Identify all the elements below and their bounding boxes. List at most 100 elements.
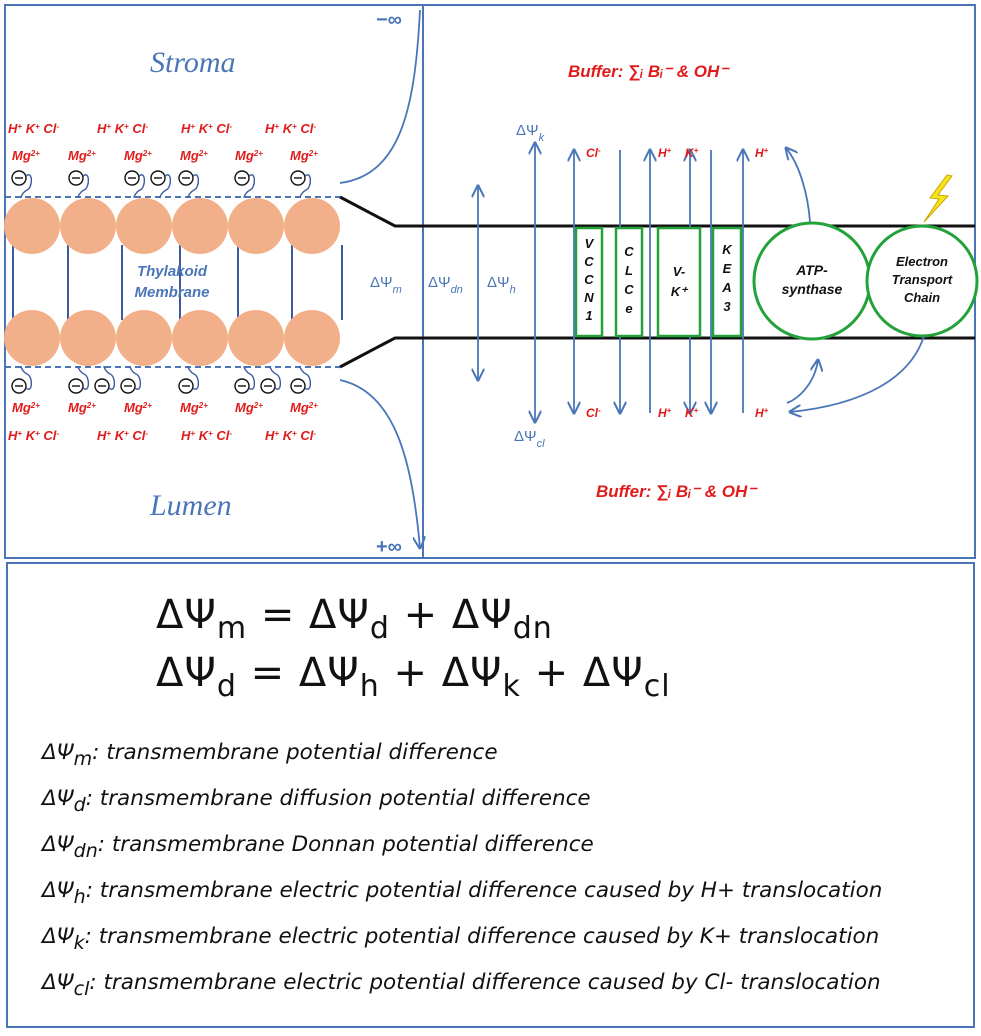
svg-text:K: K <box>722 242 733 257</box>
lumen-ions: H+ K+ Cl- H+ K+ Cl- H+ K+ Cl- H+ K+ Cl- <box>8 428 316 443</box>
svg-text:Mg2+: Mg2+ <box>12 148 40 163</box>
vccn1-channel <box>574 226 604 338</box>
svg-text:Cl-: Cl- <box>586 406 601 421</box>
svg-text:H+ K+ Cl-: H+ K+ Cl- <box>181 428 232 443</box>
equations-panel: ΔΨm = ΔΨd + ΔΨdn ΔΨd = ΔΨh + ΔΨk + ΔΨcl … <box>6 562 975 1028</box>
definition-h: ΔΨh: transmembrane electric potential di… <box>42 878 883 908</box>
psi-h-label: ΔΨh <box>487 274 516 296</box>
vk-channel <box>656 226 702 338</box>
minus-infinity-label: −∞ <box>376 9 402 31</box>
thylakoid-diagram: Stroma Lumen −∞ +∞ Thylakoid Membrane H+… <box>4 4 979 559</box>
lumen-potential-curve <box>339 379 420 548</box>
stroma-potential-curve <box>339 9 421 184</box>
potential-arrows <box>478 143 743 422</box>
svg-text:Mg2+: Mg2+ <box>12 400 40 415</box>
svg-text:H+ K+ Cl-: H+ K+ Cl- <box>97 428 148 443</box>
svg-text:C: C <box>584 272 594 287</box>
svg-text:Mg2+: Mg2+ <box>180 400 208 415</box>
stroma-ions: H+ K+ Cl- H+ K+ Cl- H+ K+ Cl- H+ K+ Cl- <box>8 121 316 136</box>
svg-text:C: C <box>624 282 634 297</box>
svg-text:Mg2+: Mg2+ <box>68 400 96 415</box>
psi-m-label: ΔΨm <box>370 274 402 296</box>
stroma-fixed-charges <box>11 170 312 199</box>
svg-text:H+ K+ Cl-: H+ K+ Cl- <box>8 428 59 443</box>
definition-m: ΔΨm: transmembrane potential difference <box>42 740 498 770</box>
psi-cl-label: ΔΨcl <box>514 428 545 450</box>
psi-dn-label: ΔΨdn <box>428 274 463 296</box>
svg-text:Mg2+: Mg2+ <box>290 148 318 163</box>
membrane-label-line1: Thylakoid <box>137 263 208 280</box>
svg-text:V: V <box>585 236 595 251</box>
svg-text:Mg2+: Mg2+ <box>124 400 152 415</box>
etc-label-2: Transport <box>892 272 953 287</box>
lumen-fixed-charges <box>11 365 312 394</box>
svg-text:H+ K+ Cl-: H+ K+ Cl- <box>8 121 59 136</box>
lipid-heads-bottom <box>4 310 340 366</box>
atp-proton-out-arrow <box>786 148 811 223</box>
clce-channel <box>614 226 644 338</box>
svg-text:Mg2+: Mg2+ <box>180 148 208 163</box>
svg-text:Mg2+: Mg2+ <box>235 148 263 163</box>
lipid-tails <box>12 245 343 320</box>
svg-text:Cl-: Cl- <box>586 146 601 161</box>
svg-text:C: C <box>584 254 594 269</box>
lumen-channel-ions: Cl- H+ K+ H+ <box>586 406 769 421</box>
svg-text:C: C <box>624 244 634 259</box>
svg-text:E: E <box>723 261 732 276</box>
lumen-mg-ions: Mg2+ Mg2+ Mg2+ Mg2+ Mg2+ Mg2+ <box>12 400 318 415</box>
clce-label: C L C e <box>624 244 634 316</box>
svg-text:H+ K+ Cl-: H+ K+ Cl- <box>265 428 316 443</box>
svg-text:K+: K+ <box>685 406 699 421</box>
svg-text:Mg2+: Mg2+ <box>68 148 96 163</box>
etc-proton-arrow <box>790 335 925 412</box>
svg-text:K⁺: K⁺ <box>671 284 689 299</box>
svg-text:e: e <box>625 301 632 316</box>
vk-label: V- K⁺ <box>671 264 689 299</box>
membrane-bottom-line <box>339 336 975 369</box>
svg-text:H+ K+ Cl-: H+ K+ Cl- <box>97 121 148 136</box>
stroma-label: Stroma <box>150 46 236 79</box>
svg-text:A: A <box>721 280 731 295</box>
lightning-icon <box>923 174 953 223</box>
stroma-channel-ions: Cl- H+ K+ H+ <box>586 146 769 161</box>
equation-membrane-potential: ΔΨm = ΔΨd + ΔΨdn <box>156 592 553 646</box>
equation-diffusion-potential: ΔΨd = ΔΨh + ΔΨk + ΔΨcl <box>156 650 671 704</box>
electron-transport-chain <box>865 224 979 338</box>
svg-text:3: 3 <box>723 299 731 314</box>
lipid-heads-top <box>4 198 340 254</box>
etc-label-3: Chain <box>904 290 940 305</box>
svg-text:H+: H+ <box>755 406 769 421</box>
lumen-label: Lumen <box>149 489 232 522</box>
svg-text:H+: H+ <box>755 146 769 161</box>
svg-text:H+: H+ <box>658 406 672 421</box>
psi-k-label: ΔΨk <box>516 122 545 144</box>
svg-text:Mg2+: Mg2+ <box>290 400 318 415</box>
svg-text:H+ K+ Cl-: H+ K+ Cl- <box>181 121 232 136</box>
svg-text:1: 1 <box>585 308 592 323</box>
svg-text:Mg2+: Mg2+ <box>235 400 263 415</box>
svg-text:V-: V- <box>673 264 686 279</box>
definition-k: ΔΨk: transmembrane electric potential di… <box>42 924 880 954</box>
definition-cl: ΔΨcl: transmembrane electric potential d… <box>42 970 881 1000</box>
definition-d: ΔΨd: transmembrane diffusion potential d… <box>42 786 591 816</box>
atp-synthase-label-1: ATP- <box>795 262 828 278</box>
svg-text:L: L <box>625 263 633 278</box>
svg-text:H+: H+ <box>658 146 672 161</box>
vccn1-label: V C C N 1 <box>584 236 594 323</box>
atp-proton-in-arrow <box>786 360 818 404</box>
svg-text:K+: K+ <box>685 146 699 161</box>
svg-text:Mg2+: Mg2+ <box>124 148 152 163</box>
plus-infinity-label: +∞ <box>376 536 402 558</box>
atp-synthase-label-2: synthase <box>782 281 843 297</box>
membrane-label-line2: Membrane <box>134 284 209 301</box>
kea3-label: K E A 3 <box>721 242 733 314</box>
svg-text:H+ K+ Cl-: H+ K+ Cl- <box>265 121 316 136</box>
buffer-top-label: Buffer: ∑ᵢ Bᵢ⁻ & OH⁻ <box>568 62 730 81</box>
etc-label-1: Electron <box>896 254 948 269</box>
stroma-mg-ions: Mg2+ Mg2+ Mg2+ Mg2+ Mg2+ Mg2+ <box>12 148 318 163</box>
svg-text:N: N <box>584 290 594 305</box>
membrane-top-line <box>339 195 975 228</box>
kea3-channel <box>711 226 743 338</box>
definition-dn: ΔΨdn: transmembrane Donnan potential dif… <box>42 832 594 862</box>
definitions-list: ΔΨm: transmembrane potential difference … <box>42 730 882 1006</box>
